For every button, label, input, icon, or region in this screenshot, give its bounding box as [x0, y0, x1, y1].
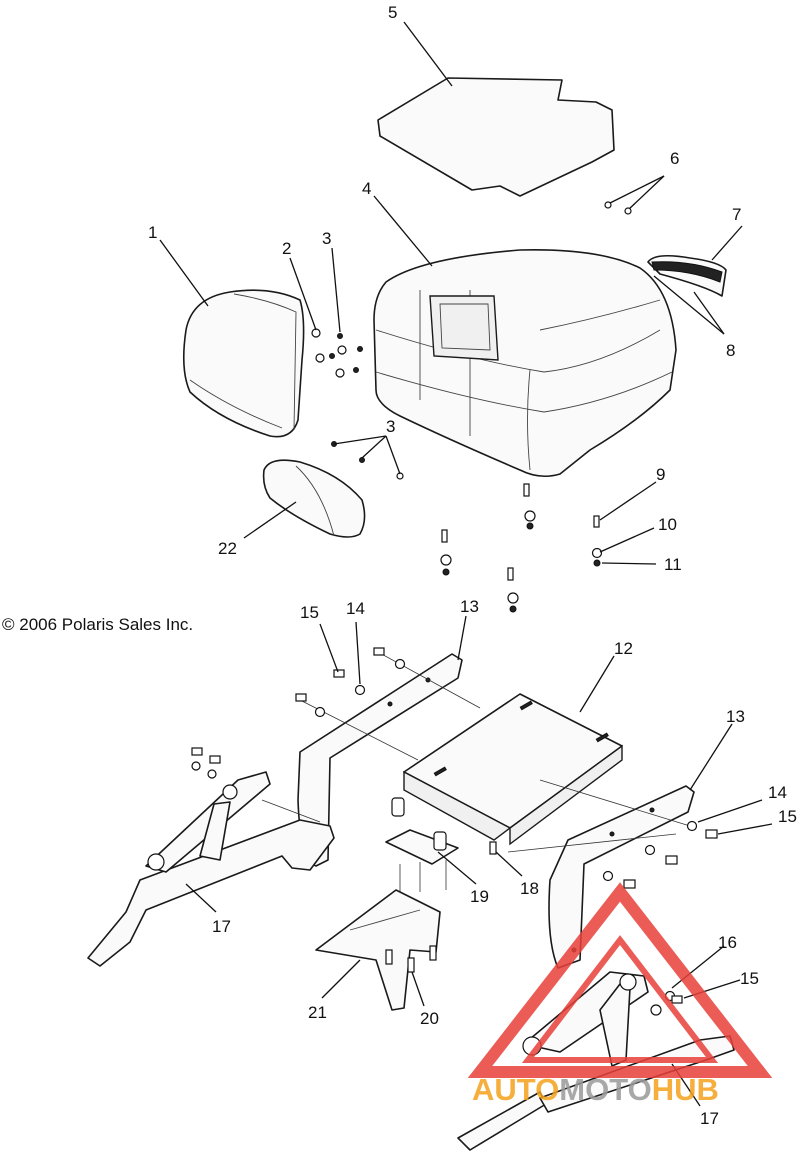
- callout-14-right: 14: [768, 783, 787, 802]
- lower-bracket: [315, 889, 441, 1011]
- leader-lines: [159, 21, 773, 1107]
- callout-10: 10: [658, 515, 677, 534]
- callout-9: 9: [656, 465, 665, 484]
- box-fasteners: [440, 483, 603, 613]
- callout-17-left: 17: [212, 917, 231, 936]
- lid-cables: [604, 175, 665, 215]
- mounting-plate: [403, 693, 623, 846]
- callout-15-left: 15: [300, 603, 319, 622]
- callout-3-upper: 3: [322, 229, 331, 248]
- callout-4: 4: [362, 179, 371, 198]
- callout-20: 20: [420, 1009, 439, 1028]
- callout-18: 18: [520, 879, 539, 898]
- callout-15-right: 15: [778, 807, 797, 826]
- callout-13-right: 13: [726, 707, 745, 726]
- callout-13-left: 13: [460, 597, 479, 616]
- backrest-hardware: [311, 328, 404, 480]
- callout-19: 19: [470, 887, 489, 906]
- bracket-hardware: [295, 647, 718, 889]
- callout-8: 8: [726, 341, 735, 360]
- callout-5: 5: [388, 3, 397, 22]
- callout-16: 16: [718, 933, 737, 952]
- callout-11: 11: [664, 555, 682, 574]
- alignment-lines: [261, 651, 691, 896]
- callout-1: 1: [148, 223, 157, 242]
- watermark-text: AUTOMOTOHUB: [472, 1072, 719, 1107]
- support-plate: [385, 797, 497, 865]
- top-case: [373, 249, 677, 478]
- callout-22: 22: [218, 539, 237, 558]
- callout-21: 21: [308, 1003, 327, 1022]
- copyright-notice: © 2006 Polaris Sales Inc.: [2, 615, 193, 634]
- watermark-logo: AUTOMOTOHUB: [467, 882, 773, 1107]
- callout-3-lower: 3: [386, 417, 395, 436]
- callout-12: 12: [614, 639, 633, 658]
- callout-15-lower: 15: [740, 969, 759, 988]
- reflector: [647, 254, 727, 297]
- liner-mat: [377, 77, 615, 197]
- side-bracket-right: [548, 785, 695, 969]
- callout-6: 6: [670, 149, 679, 168]
- callout-labels: 5 6 7 1 2 3 4 8 3 9 10 11 22 15 14 13 12…: [148, 3, 797, 1128]
- callout-17-right: 17: [700, 1109, 719, 1128]
- backrest: [182, 289, 305, 438]
- callout-7: 7: [732, 205, 741, 224]
- armrest-pad: [262, 459, 366, 538]
- support-frame-left: [87, 747, 335, 967]
- callout-14-left: 14: [346, 599, 365, 618]
- callout-2: 2: [282, 239, 291, 258]
